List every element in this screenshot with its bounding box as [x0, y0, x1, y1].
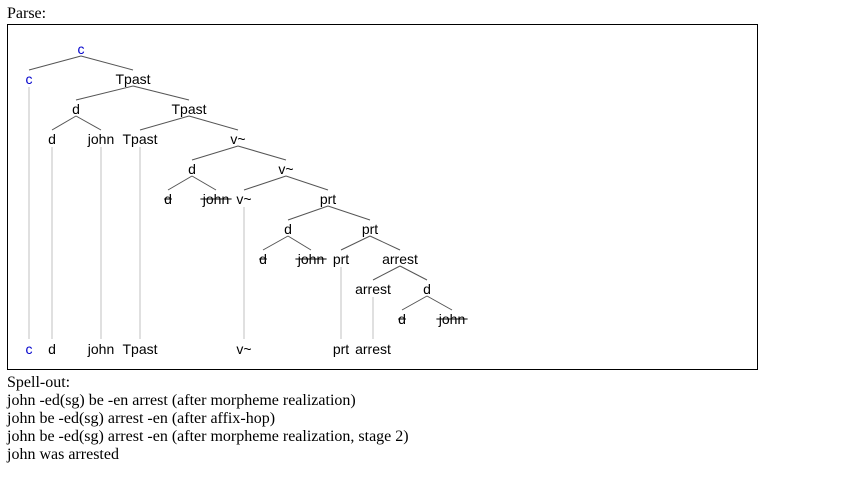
terminal-label: d — [48, 341, 56, 357]
spellout-line: john was arrested — [7, 446, 119, 463]
tree-branch — [191, 145, 239, 161]
spellout-heading: Spell-out: — [7, 374, 71, 391]
tree-branch — [28, 55, 82, 71]
tree-branch — [285, 175, 329, 191]
tree-node: v~ — [236, 191, 251, 207]
terminal-label: prt — [333, 341, 349, 357]
tree-branch — [167, 175, 193, 191]
tree-node: john — [87, 131, 114, 147]
tree-branch — [51, 115, 77, 131]
terminal-label: v~ — [236, 341, 251, 357]
spellout-line: john -ed(sg) be -en arrest (after morphe… — [7, 392, 356, 409]
tree-branch — [287, 205, 329, 221]
tree-branch — [426, 295, 453, 311]
tree-branch — [191, 175, 217, 191]
spellout-section: Spell-out: john -ed(sg) be -en arrest (a… — [7, 374, 409, 464]
spellout-line: john be -ed(sg) arrest -en (after morphe… — [7, 428, 409, 445]
tree-node: Tpast — [122, 131, 157, 147]
parse-heading: Parse: — [7, 5, 47, 22]
tree-node: d — [284, 221, 292, 237]
tree-node: prt — [333, 251, 349, 267]
terminal-label: arrest — [355, 341, 391, 357]
tree-branch — [237, 145, 287, 161]
tree-node: arrest — [355, 281, 391, 297]
tree-branch — [287, 235, 312, 251]
tree-branch — [75, 85, 134, 101]
tree-branch — [327, 205, 371, 221]
tree-branch — [340, 235, 371, 251]
tree-node: prt — [362, 221, 378, 237]
tree-branch — [132, 85, 190, 101]
terminal-label: c — [26, 341, 33, 357]
tree-node: d — [188, 161, 196, 177]
tree-node: v~ — [278, 161, 293, 177]
tree-branch — [188, 115, 239, 131]
tree-branch — [401, 295, 428, 311]
tree-node: c — [78, 41, 85, 57]
tree-branch — [262, 235, 289, 251]
tree-branch — [243, 175, 287, 191]
tree-node: d — [72, 101, 80, 117]
spellout-line: john be -ed(sg) arrest -en (after affix-… — [7, 410, 276, 427]
tree-node: c — [26, 71, 33, 87]
tree-branch — [399, 265, 428, 281]
tree-branch — [372, 265, 401, 281]
tree-node: d — [48, 131, 56, 147]
tree-node: Tpast — [171, 101, 206, 117]
tree-node: arrest — [382, 251, 418, 267]
tree-node: Tpast — [115, 71, 150, 87]
tree-branch — [80, 55, 134, 71]
tree-node: d — [423, 281, 431, 297]
tree-node: prt — [320, 191, 336, 207]
terminal-label: john — [87, 341, 114, 357]
tree-node: v~ — [230, 131, 245, 147]
tree-branch — [75, 115, 102, 131]
terminal-label: Tpast — [122, 341, 157, 357]
tree-branch — [139, 115, 190, 131]
tree-branch — [369, 235, 401, 251]
